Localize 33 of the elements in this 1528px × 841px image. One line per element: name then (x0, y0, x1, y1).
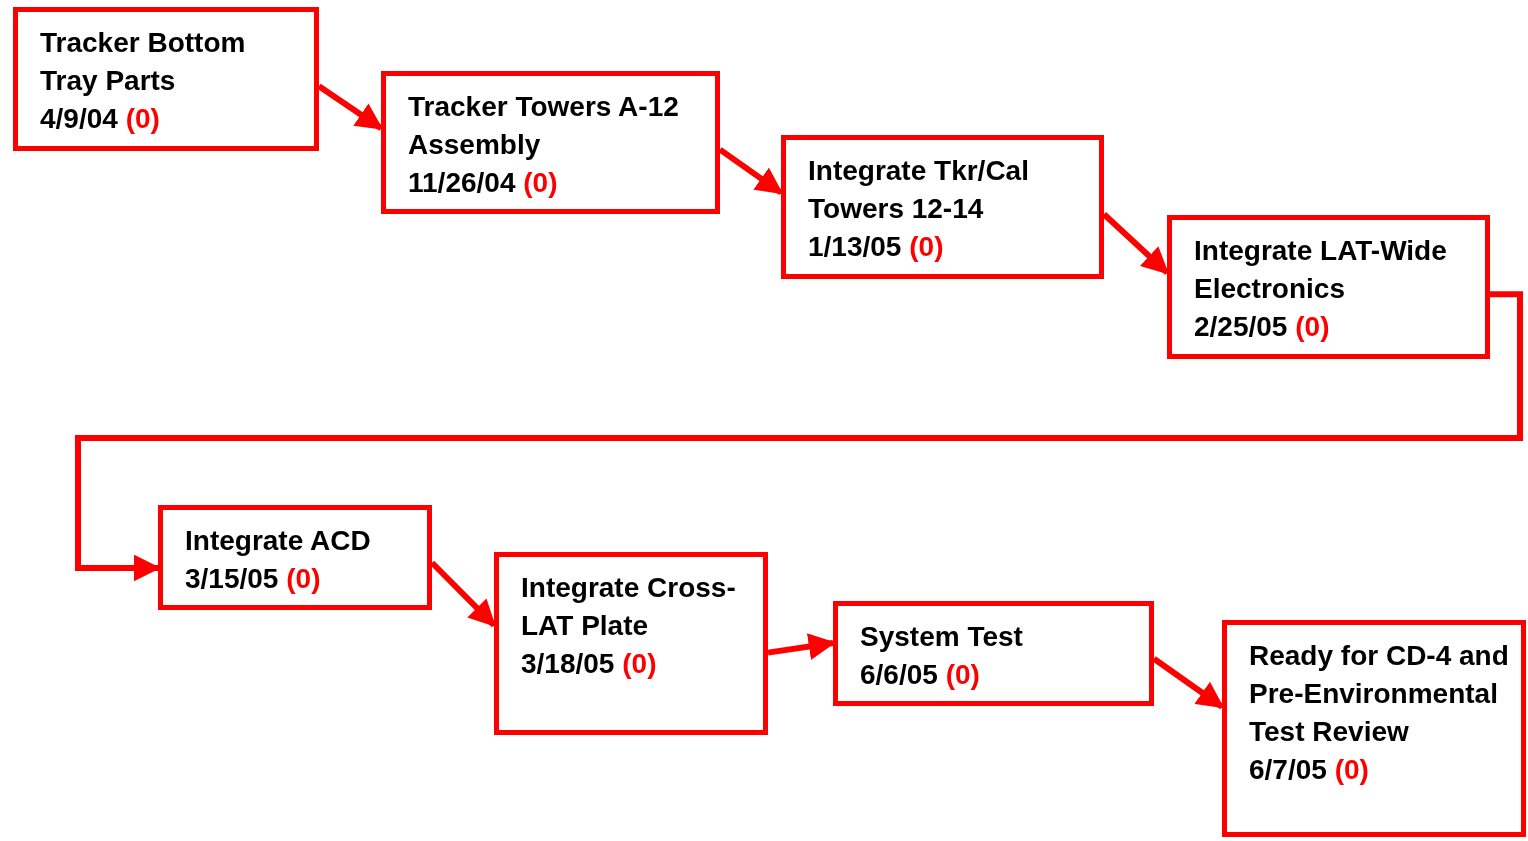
milestone-date: 2/25/05 (1194, 311, 1288, 342)
variance-value: (0) (125, 103, 160, 134)
milestone-title: Tracker Towers A-12 Assembly (408, 90, 680, 162)
milestone-box (781, 135, 1104, 279)
milestone-date: 6/6/05 (860, 659, 938, 690)
milestone-box (494, 552, 768, 735)
milestone-title: Integrate LAT-Wide Electronics (1194, 234, 1448, 306)
arrow (75, 291, 1523, 582)
milestone-title: Integrate ACD (185, 524, 372, 558)
milestone-date: 3/15/05 (185, 563, 279, 594)
variance-value: (0) (1295, 311, 1330, 342)
milestone-box (833, 601, 1154, 706)
milestone-box (1222, 620, 1526, 837)
variance-value: (0) (622, 648, 657, 679)
milestone-date: 11/26/04 (408, 167, 516, 198)
milestone-title: System Test (860, 620, 1024, 654)
milestone-title: Ready for CD-4 and Pre-Environmental Test Review (1249, 639, 1510, 749)
milestone-date: 4/9/04 (40, 103, 118, 134)
variance-value: (0) (523, 167, 558, 198)
variance-value: (0) (945, 659, 980, 690)
milestone-box (381, 71, 720, 214)
milestone-box (158, 505, 432, 610)
variance-value: (0) (1334, 754, 1369, 785)
variance-value: (0) (909, 231, 944, 262)
milestone-date: 3/18/05 (521, 648, 615, 679)
milestone-title: Tracker Bottom Tray Parts (40, 26, 247, 98)
milestone-title: Integrate Cross-LAT Plate (521, 571, 737, 643)
variance-value: (0) (286, 563, 321, 594)
milestone-box (1167, 215, 1490, 359)
milestone-date: 1/13/05 (808, 231, 902, 262)
milestone-box (13, 7, 319, 151)
milestone-title: Integrate Tkr/Cal Towers 12-14 (808, 154, 1030, 226)
milestone-date: 6/7/05 (1249, 754, 1327, 785)
